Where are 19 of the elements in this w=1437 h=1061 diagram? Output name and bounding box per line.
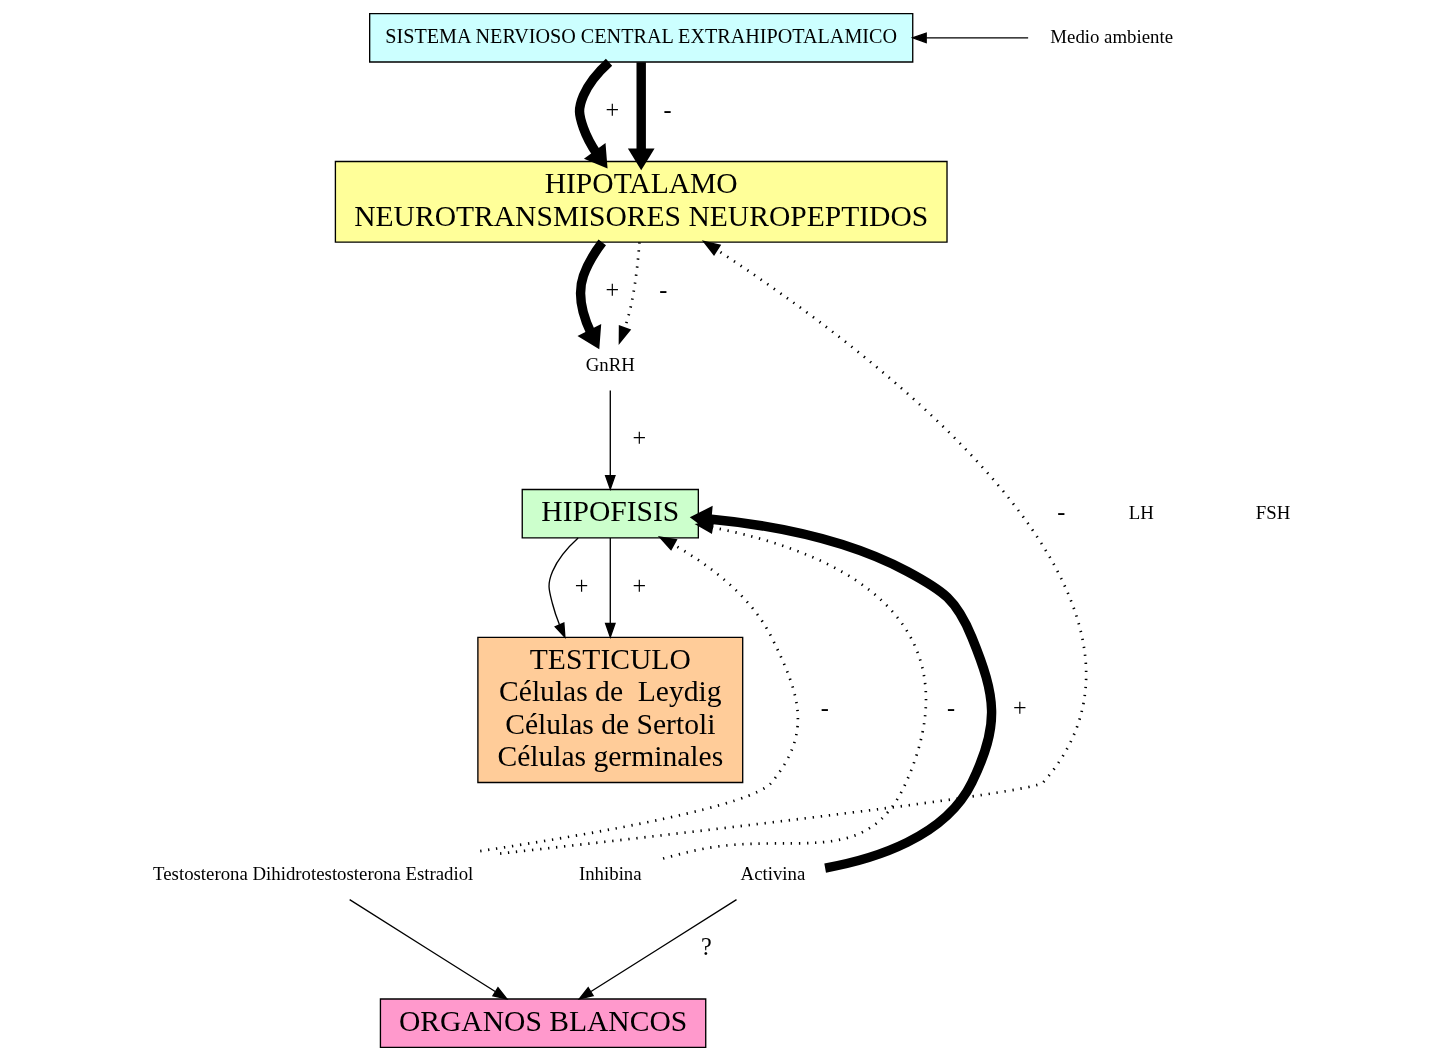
node-text: Testosterona Dihidrotestosterona Estradiol [153,863,474,885]
label: LH [1128,501,1154,523]
node-text: Inhibina [578,863,642,885]
edge-label: + [574,571,589,599]
edge-label: ? [701,933,712,961]
node-text: Medio ambiente [1050,25,1174,47]
edge-label: + [605,95,620,123]
edge-label: - [1057,497,1066,525]
edge-label: - [663,95,672,123]
edge-label: - [659,275,668,303]
edge-label: + [605,275,620,303]
edge-label: + [632,571,647,599]
edge-label: + [1012,693,1027,721]
node-text: GnRH [585,353,635,375]
label: FSH [1255,501,1291,523]
node-text: Activina [740,863,806,885]
edge-label: + [632,423,647,451]
edge-label: - [947,693,956,721]
edge-label: - [820,693,829,721]
